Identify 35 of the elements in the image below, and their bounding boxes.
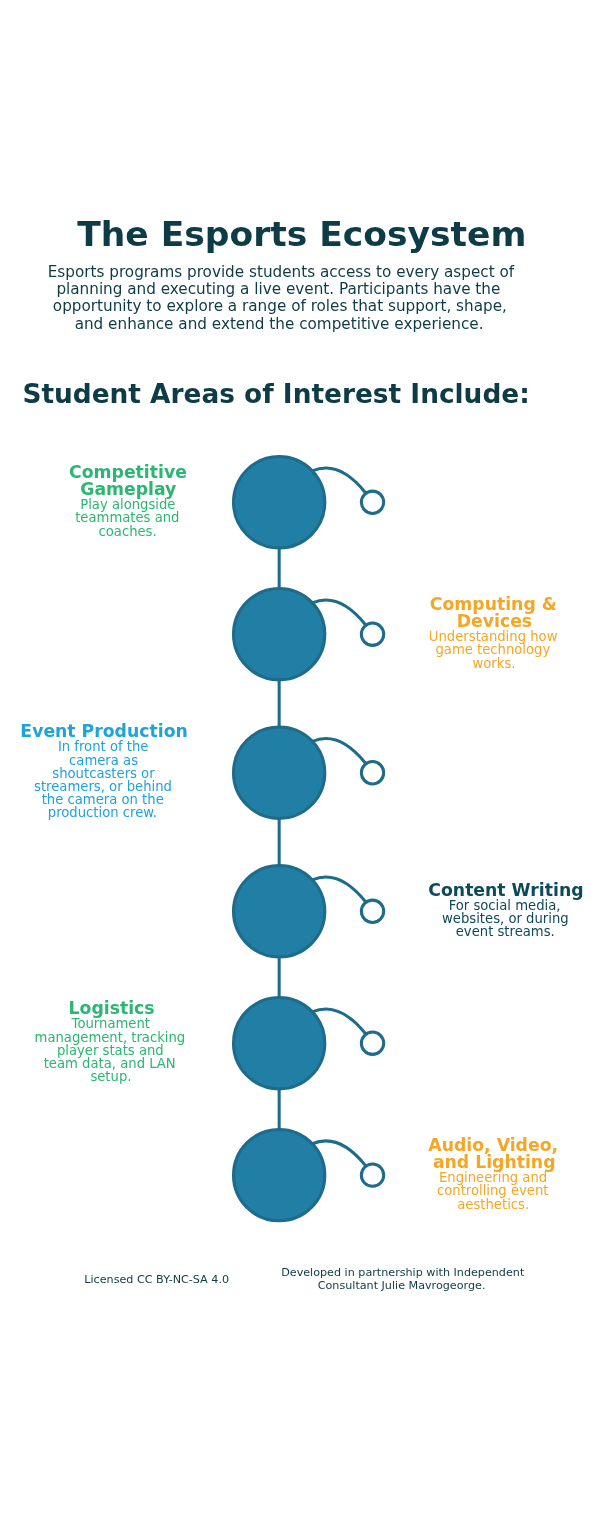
node-circle [359,489,386,515]
node-circle [359,760,386,786]
node-circle [231,1127,327,1223]
node-label: For social media, websites, or during event streams. [442,897,569,940]
node-circle [231,864,327,959]
node-circle [231,455,327,550]
connector [311,737,367,765]
node-label: Logistics [68,998,155,1019]
connector [277,957,281,998]
node-circle [231,996,327,1091]
connector [311,598,367,626]
node-circle [359,1162,386,1188]
connector [277,818,281,866]
connector [311,875,367,903]
node-label: In front of the camera as shoutcasters or streamers, or behind the camera on the production crew. [34,739,172,821]
label: Developed in partnership with Independent Consultant Julie Mavrogeorge. [281,1266,525,1292]
node-label: Play alongside teammates and coaches. [75,497,180,539]
connector [311,466,367,494]
label: Student Areas of Interest Include: [22,378,530,409]
node-circle [231,725,327,820]
diagram-title: The Esports Ecosystem [77,213,527,254]
connector [311,1007,367,1035]
node-circle [359,621,386,647]
node-circle [359,898,386,924]
connector [277,679,281,727]
label: Esports programs provide students access to every aspect of planning and executing a live event. Participants have the opportunity to explore a range of roles that support, shape, and enhance and extend the competitive experience. [47,262,515,333]
node-circle [359,1030,386,1056]
label: Licensed CC BY-NC-SA 4.0 [84,1272,230,1286]
connector [277,1088,281,1130]
node-label: Competitive Gameplay [69,462,187,500]
node-circle [231,587,327,682]
connector [277,548,281,589]
node-label: Content Writing [428,879,584,900]
connector [311,1139,367,1167]
node-label: Understanding how game technology works. [428,629,558,671]
